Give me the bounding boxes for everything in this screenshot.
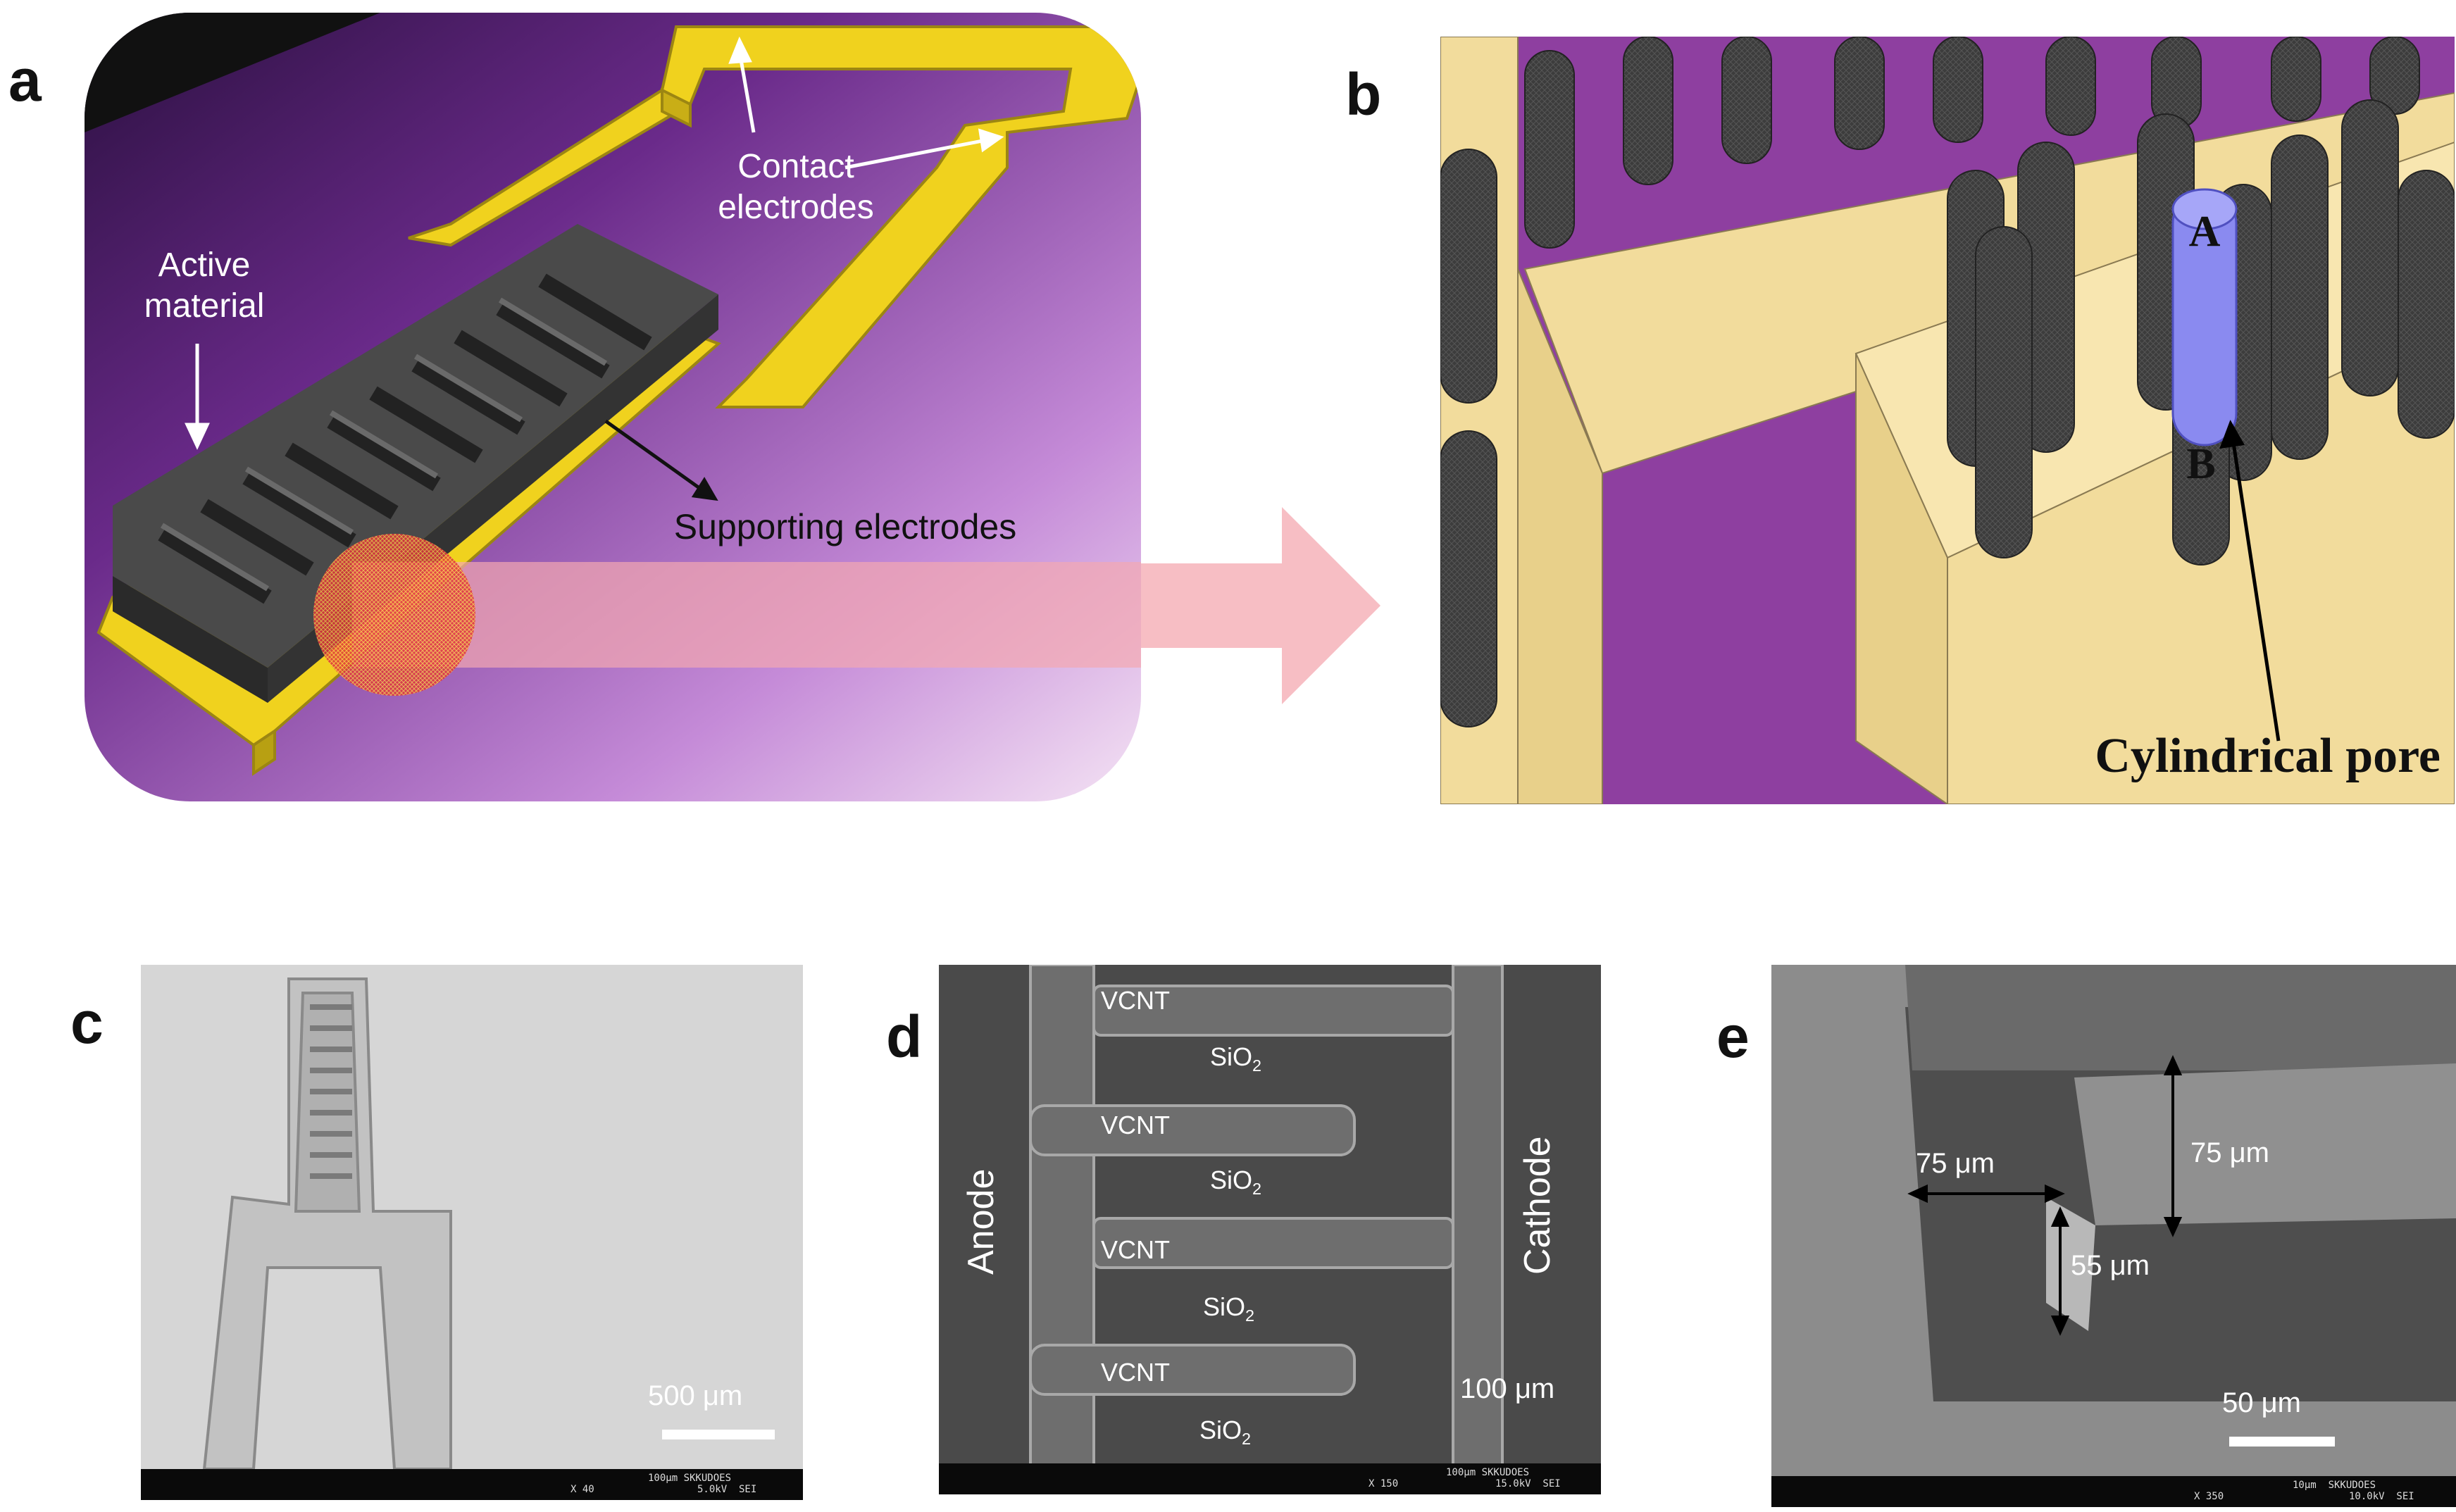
dimension-arrows [1907,1055,2183,1336]
zoom-arrow-body [352,562,1141,668]
sem-scale-text: 100μm SKKUDOES [648,1473,732,1484]
sem-device-overview [141,965,803,1500]
pore-leader-arrow [2219,420,2281,742]
zoom-region-marker [313,534,475,696]
sem-magnification: X 150 [1369,1478,1399,1489]
sio2-label-3: SiO2 [1203,1292,1254,1325]
active-material-label: Active material [144,246,265,325]
panel-letter-d: d [886,1004,923,1070]
sio2-subscript: 2 [1252,1056,1262,1075]
scale-bar [2229,1437,2335,1447]
panel-letter-c: c [70,989,104,1056]
scale-label: 500 μm [648,1380,743,1411]
trench-width-label: 75 μm [1916,1148,1995,1179]
sem-info-bar [939,1463,1601,1494]
panel-a-schematic: Contact electrodes Active material Suppo… [85,13,1141,801]
sem-comb-fingers [310,1004,352,1179]
cathode-label: Cathode [1517,1136,1558,1275]
scale-bar [662,1430,775,1439]
panel-b-pore-model: A B Cylindrical pore [1440,37,2455,804]
panel-letter-a: a [8,47,42,113]
device-3d-illustration [85,13,1141,801]
panel-c-sem-image: 500 μm X 40 100μm SKKUDOES 5.0kV SEI [141,965,803,1500]
sem-interdigitated-electrodes [939,965,1601,1494]
sio2-text: SiO [1210,1166,1253,1194]
sio2-text: SiO [1199,1416,1242,1444]
sem-info-bar [1771,1476,2456,1507]
sem-electrode-fingers [1029,965,1504,1494]
vcnt-label-4: VCNT [1101,1358,1170,1387]
sio2-label-2: SiO2 [1210,1166,1261,1199]
panel-e-sem-image: 75 μm 75 μm 55 μm 50 μm X 350 10μm SKKUD… [1771,965,2456,1507]
scale-label: 50 μm [2222,1387,2301,1418]
sem-trench-crosssection [1771,965,2456,1507]
sio2-text: SiO [1203,1292,1246,1321]
cylindrical-pore-label: Cylindrical pore [2095,729,2441,783]
panel-letter-e: e [1716,1004,1750,1070]
sem-scale-text: 10μm SKKUDOES [2293,1480,2376,1491]
raised-block [2074,1063,2456,1225]
scale-label: 100 μm [1460,1373,1555,1404]
sio2-text: SiO [1210,1042,1253,1071]
sio2-label-4: SiO2 [1199,1416,1251,1449]
vcnt-label-1: VCNT [1101,986,1170,1015]
sem-voltage: 10.0kV SEI [2349,1491,2414,1502]
panel-d-sem-image: Anode Cathode VCNT VCNT VCNT VCNT SiO2 S… [939,965,1601,1494]
panel-letter-b: b [1345,61,1382,127]
sem-magnification: X 350 [2194,1491,2224,1502]
supporting-electrodes-label: Supporting electrodes [673,507,1017,546]
vcnt-label-3: VCNT [1101,1235,1170,1264]
sem-info-bar [141,1469,803,1500]
sio2-subscript: 2 [1245,1306,1255,1325]
trench-depth-label: 55 μm [2071,1250,2150,1281]
block-height-label: 75 μm [2190,1137,2269,1168]
sio2-subscript: 2 [1242,1430,1252,1449]
contact-electrodes-label: Contact electrodes [718,148,874,226]
sem-voltage: 15.0kV SEI [1495,1478,1561,1489]
sem-magnification: X 40 [571,1484,594,1495]
anode-label: Anode [961,1168,1002,1275]
zoom-arrow-head [1141,507,1380,704]
sio2-label-1: SiO2 [1210,1042,1261,1075]
cylindrical-pore [2171,188,2238,446]
pillar-array-illustration [1440,37,2455,804]
sem-scale-text: 100μm SKKUDOES [1446,1467,1530,1478]
pore-label-a: A [2188,208,2221,256]
sio2-subscript: 2 [1252,1180,1262,1199]
sem-voltage: 5.0kV SEI [697,1484,757,1495]
pore-label-b: B [2186,440,2216,488]
vcnt-label-2: VCNT [1101,1111,1170,1139]
